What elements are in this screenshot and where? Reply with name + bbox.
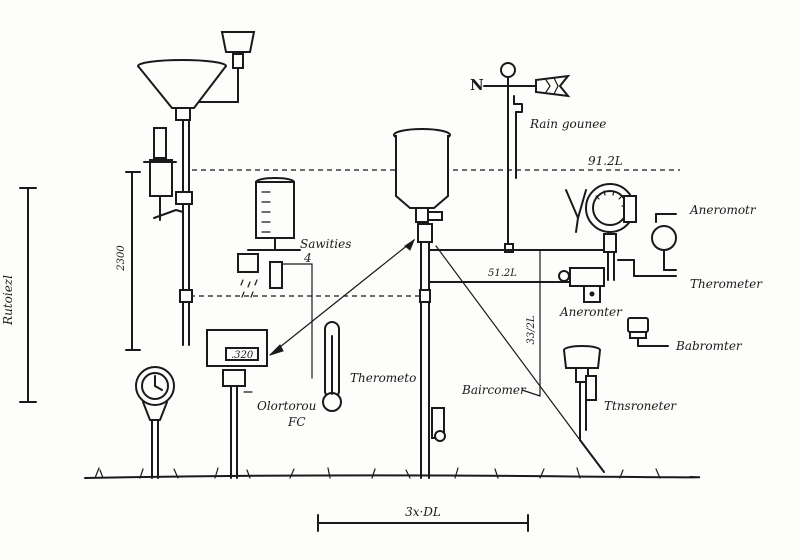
left-axis-label: Rutoiezl — [1, 275, 15, 326]
level-51-label: 51.2L — [488, 268, 517, 279]
bottom-scale-label: 3x·DL — [405, 505, 441, 519]
funnel-rain-gauge — [137, 31, 256, 346]
aneronter-mechanism: Aneronter — [558, 267, 623, 319]
leader-arrows — [269, 238, 581, 441]
sawities-connector — [281, 263, 313, 379]
sawities-number: 4 — [303, 251, 312, 265]
center-thermometer: Therometo — [322, 321, 416, 412]
connection-lines: 51.2L 33/2L — [429, 249, 607, 397]
olortorou-sublabel: FC — [287, 415, 306, 429]
aneroid-dial — [565, 183, 677, 281]
center-gauge-tower — [393, 128, 451, 479]
barometer-box: Babromter — [627, 317, 743, 353]
height-dimension-2300: 2300 — [116, 171, 141, 351]
right-thermometer-label: Therometer — [690, 277, 763, 291]
olortorou-label: Olortorou — [257, 399, 316, 413]
center-thermometer-label: Therometo — [350, 371, 416, 385]
height-33-label: 33/2L — [526, 315, 537, 344]
bottom-scale-bar: 3x·DL — [317, 505, 529, 532]
anemometer-bulb: Aneromotr — [651, 203, 757, 271]
left-height-axis: Rutoiezl — [1, 187, 37, 403]
barometer-label: Babromter — [675, 339, 743, 353]
anemometer-label: Aneromotr — [689, 203, 757, 217]
tensiometer-label: Ttnsroneter — [604, 399, 677, 413]
tensiometer: Baircomer Ttnsroneter — [461, 345, 677, 473]
sawities-gauge: Sawities 4 — [237, 177, 351, 298]
sawities-label: Sawities — [300, 237, 351, 251]
display-value: .320 — [231, 350, 254, 361]
level-91-label: 91.2L — [588, 154, 623, 168]
north-label: N — [470, 76, 484, 94]
height-2300-label: 2300 — [116, 245, 127, 272]
rain-gauge-label: Rain gounee — [529, 117, 606, 131]
dial-gauge-left — [135, 366, 175, 479]
aneronter-label: Aneronter — [559, 305, 623, 319]
baircomer-label: Baircomer — [461, 383, 527, 397]
olortorou-display: .320 Olortorou FC — [206, 329, 316, 479]
ground — [84, 467, 701, 479]
wind-vane-rain-gauge: N Rain gounee — [470, 62, 606, 253]
